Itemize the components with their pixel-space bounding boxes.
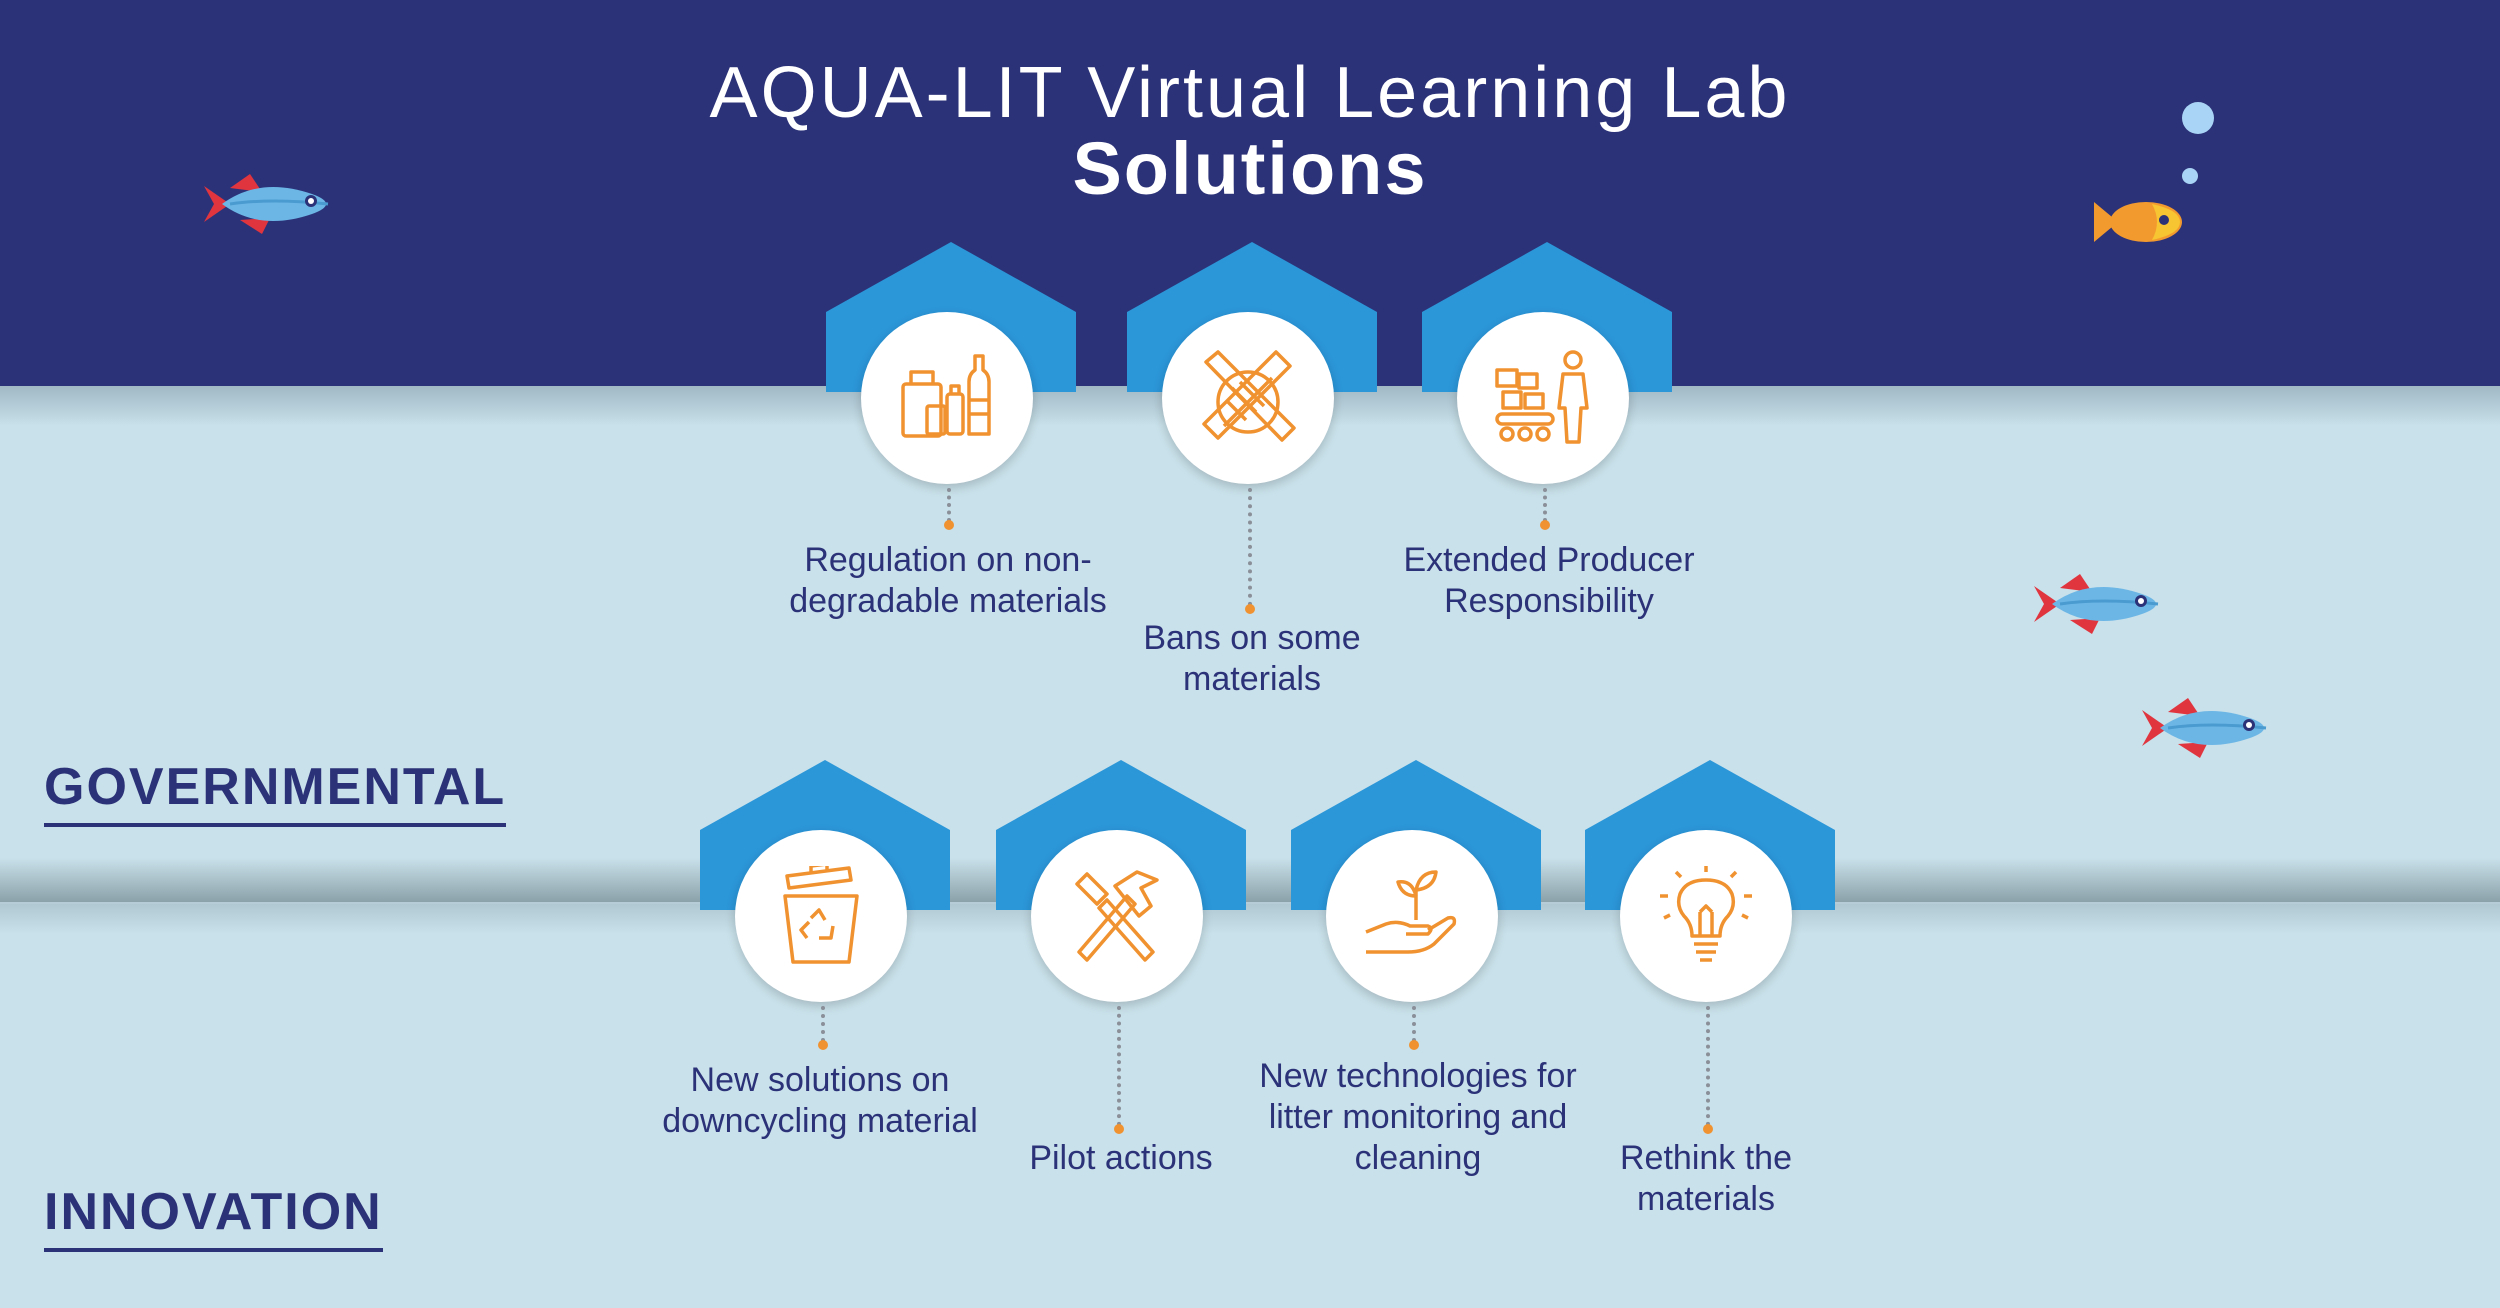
label-rethink: Rethink the materials <box>1620 1139 1792 1218</box>
label-bans: Bans on some materials <box>1143 619 1361 698</box>
connector-line <box>1248 488 1252 606</box>
hammer-tools-icon <box>1075 870 1159 962</box>
icon-circle <box>735 830 907 1002</box>
connector-dot <box>1409 1040 1419 1050</box>
connector-dot <box>818 1040 828 1050</box>
connector-line <box>947 488 951 522</box>
bubble-icon <box>2182 168 2198 184</box>
ban-plastic-icon <box>1202 350 1296 442</box>
section-governmental: GOVERNMENTAL <box>44 757 507 827</box>
connector-dot <box>1540 520 1550 530</box>
connector-line <box>1543 488 1547 522</box>
connector-line <box>1117 1006 1121 1126</box>
label-epr: Extended Producer Responsibility <box>1403 541 1695 620</box>
connector-dot <box>1703 1124 1713 1134</box>
label-regulation: Regulation on non-degradable materials <box>789 541 1107 620</box>
connector-line <box>821 1006 825 1042</box>
label-pilot: Pilot actions <box>1029 1139 1213 1177</box>
producer-conveyor-icon <box>1495 350 1589 444</box>
icon-circle <box>1620 830 1792 1002</box>
page-title: AQUA-LIT Virtual Learning Lab <box>709 53 1791 133</box>
band-divider <box>0 902 2500 904</box>
recycle-bin-icon <box>783 866 859 964</box>
band-shadow <box>0 904 2500 934</box>
connector-line <box>1412 1006 1416 1042</box>
icon-circle <box>1162 312 1334 484</box>
plant-hand-icon <box>1365 870 1457 954</box>
fish-icon <box>2142 698 2267 758</box>
connector-line <box>1706 1006 1710 1126</box>
connector-dot <box>1114 1124 1124 1134</box>
icon-circle <box>1031 830 1203 1002</box>
icon-circle <box>1326 830 1498 1002</box>
label-technologies: New technologies for litter monitoring a… <box>1259 1057 1577 1177</box>
goldfish-icon <box>2094 202 2182 242</box>
packaging-icon <box>901 354 991 438</box>
label-downcycling: New solutions on downcycling material <box>662 1061 978 1140</box>
fish-icon <box>2034 574 2159 634</box>
band-shadow <box>0 858 2500 903</box>
bubble-icon <box>2182 102 2214 134</box>
light-bulb-icon <box>1660 866 1752 962</box>
page-subtitle: Solutions <box>1072 127 1428 210</box>
fish-icon <box>204 174 329 234</box>
section-innovation: INNOVATION <box>44 1182 383 1252</box>
connector-dot <box>944 520 954 530</box>
icon-circle <box>1457 312 1629 484</box>
icon-circle <box>861 312 1033 484</box>
connector-dot <box>1245 604 1255 614</box>
